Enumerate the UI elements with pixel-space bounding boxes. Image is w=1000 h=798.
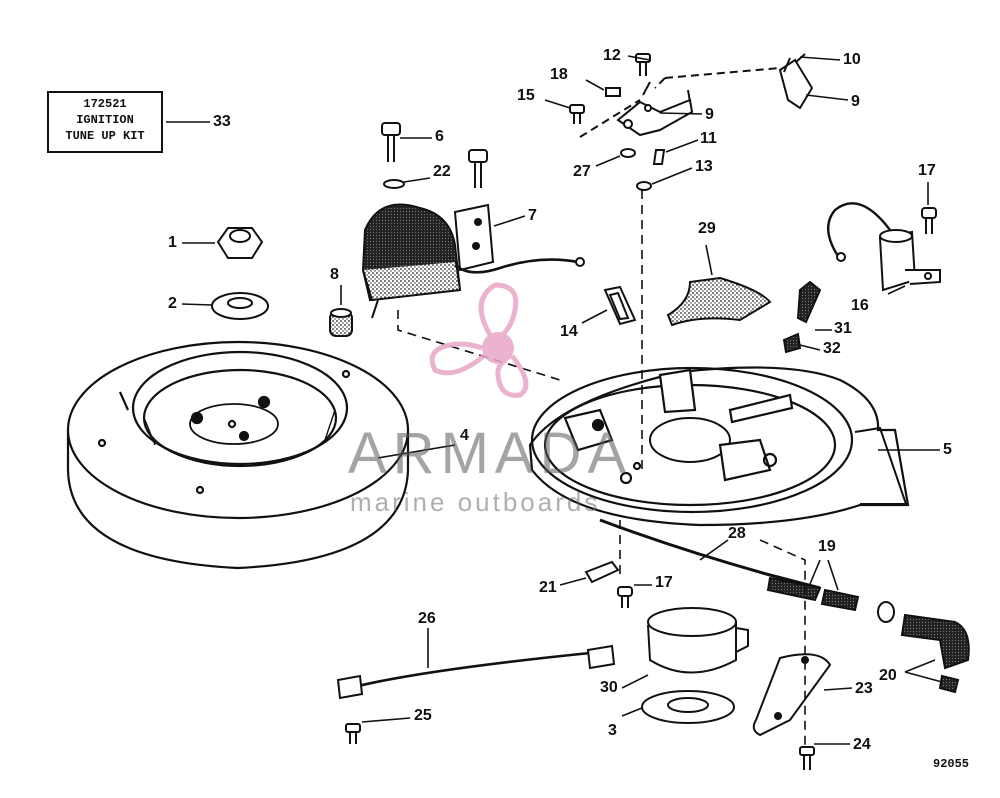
callout-17-lower: 17 [655,574,673,591]
coil-screws [381,122,488,188]
callout-10: 10 [843,51,861,68]
cam-lever [752,653,832,737]
callout-4: 4 [460,427,469,444]
flywheel [66,340,410,570]
small-washers [620,148,666,191]
callout-7: 7 [528,207,537,224]
kit-number: 172521 [83,97,127,111]
callout-22: 22 [433,163,451,180]
callout-32: 32 [823,340,841,357]
callout-20: 20 [879,667,897,684]
breaker-points [579,81,694,138]
ground-wire [336,644,616,700]
watermark-tagline: marine outboards [350,487,601,517]
cam-wiper [666,276,772,327]
clip-and-screw [584,560,633,608]
callout-15: 15 [517,87,535,104]
callout-14: 14 [560,323,578,340]
figure-number: 92055 [933,757,970,771]
adjust-screw-spring [782,280,822,354]
callout-18: 18 [550,66,568,83]
callout-16: 16 [851,297,869,314]
callout-30: 30 [600,679,618,696]
lockwasher [383,179,405,189]
callout-21: 21 [539,579,557,596]
leader-lines [166,55,943,745]
assembly-guides [397,190,806,750]
callout-23: 23 [855,680,873,697]
gasket [603,285,637,326]
link-rod [599,518,970,694]
callout-33: 33 [213,113,231,130]
callout-19: 19 [818,538,836,555]
kit-line2: TUNE UP KIT [65,129,145,143]
callout-9-detail: 9 [851,93,860,110]
callout-13: 13 [695,158,713,175]
callout-1: 1 [168,234,177,251]
callout-26: 26 [418,610,436,627]
callout-3: 3 [608,722,617,739]
callout-8: 8 [330,266,339,283]
callout-27: 27 [573,163,591,180]
callout-2: 2 [168,295,177,312]
watermark-brand: ARMADA [348,421,633,486]
condenser [827,202,941,292]
callout-6: 6 [435,128,444,145]
callout-24: 24 [853,736,871,753]
lower-screws [345,723,815,770]
condenser-screw [921,207,937,234]
callout-29: 29 [698,220,716,237]
armature-plate [528,366,910,527]
clamp [641,607,749,724]
callout-17-upper: 17 [918,162,936,179]
washer [211,292,269,320]
tune-up-kit-label: 172521 IGNITION TUNE UP KIT [47,91,163,153]
callout-31: 31 [834,320,852,337]
ignition-coil [361,203,585,319]
point-detail [654,53,814,110]
callout-5: 5 [943,441,952,458]
watermark-propeller-icon [429,282,529,398]
callout-28: 28 [728,525,746,542]
boot [329,308,353,337]
kit-line1: IGNITION [76,113,134,127]
nut [216,227,264,259]
callout-12: 12 [603,47,621,64]
callout-9-points: 9 [705,106,714,123]
callout-25: 25 [414,707,432,724]
callout-11: 11 [700,130,717,147]
